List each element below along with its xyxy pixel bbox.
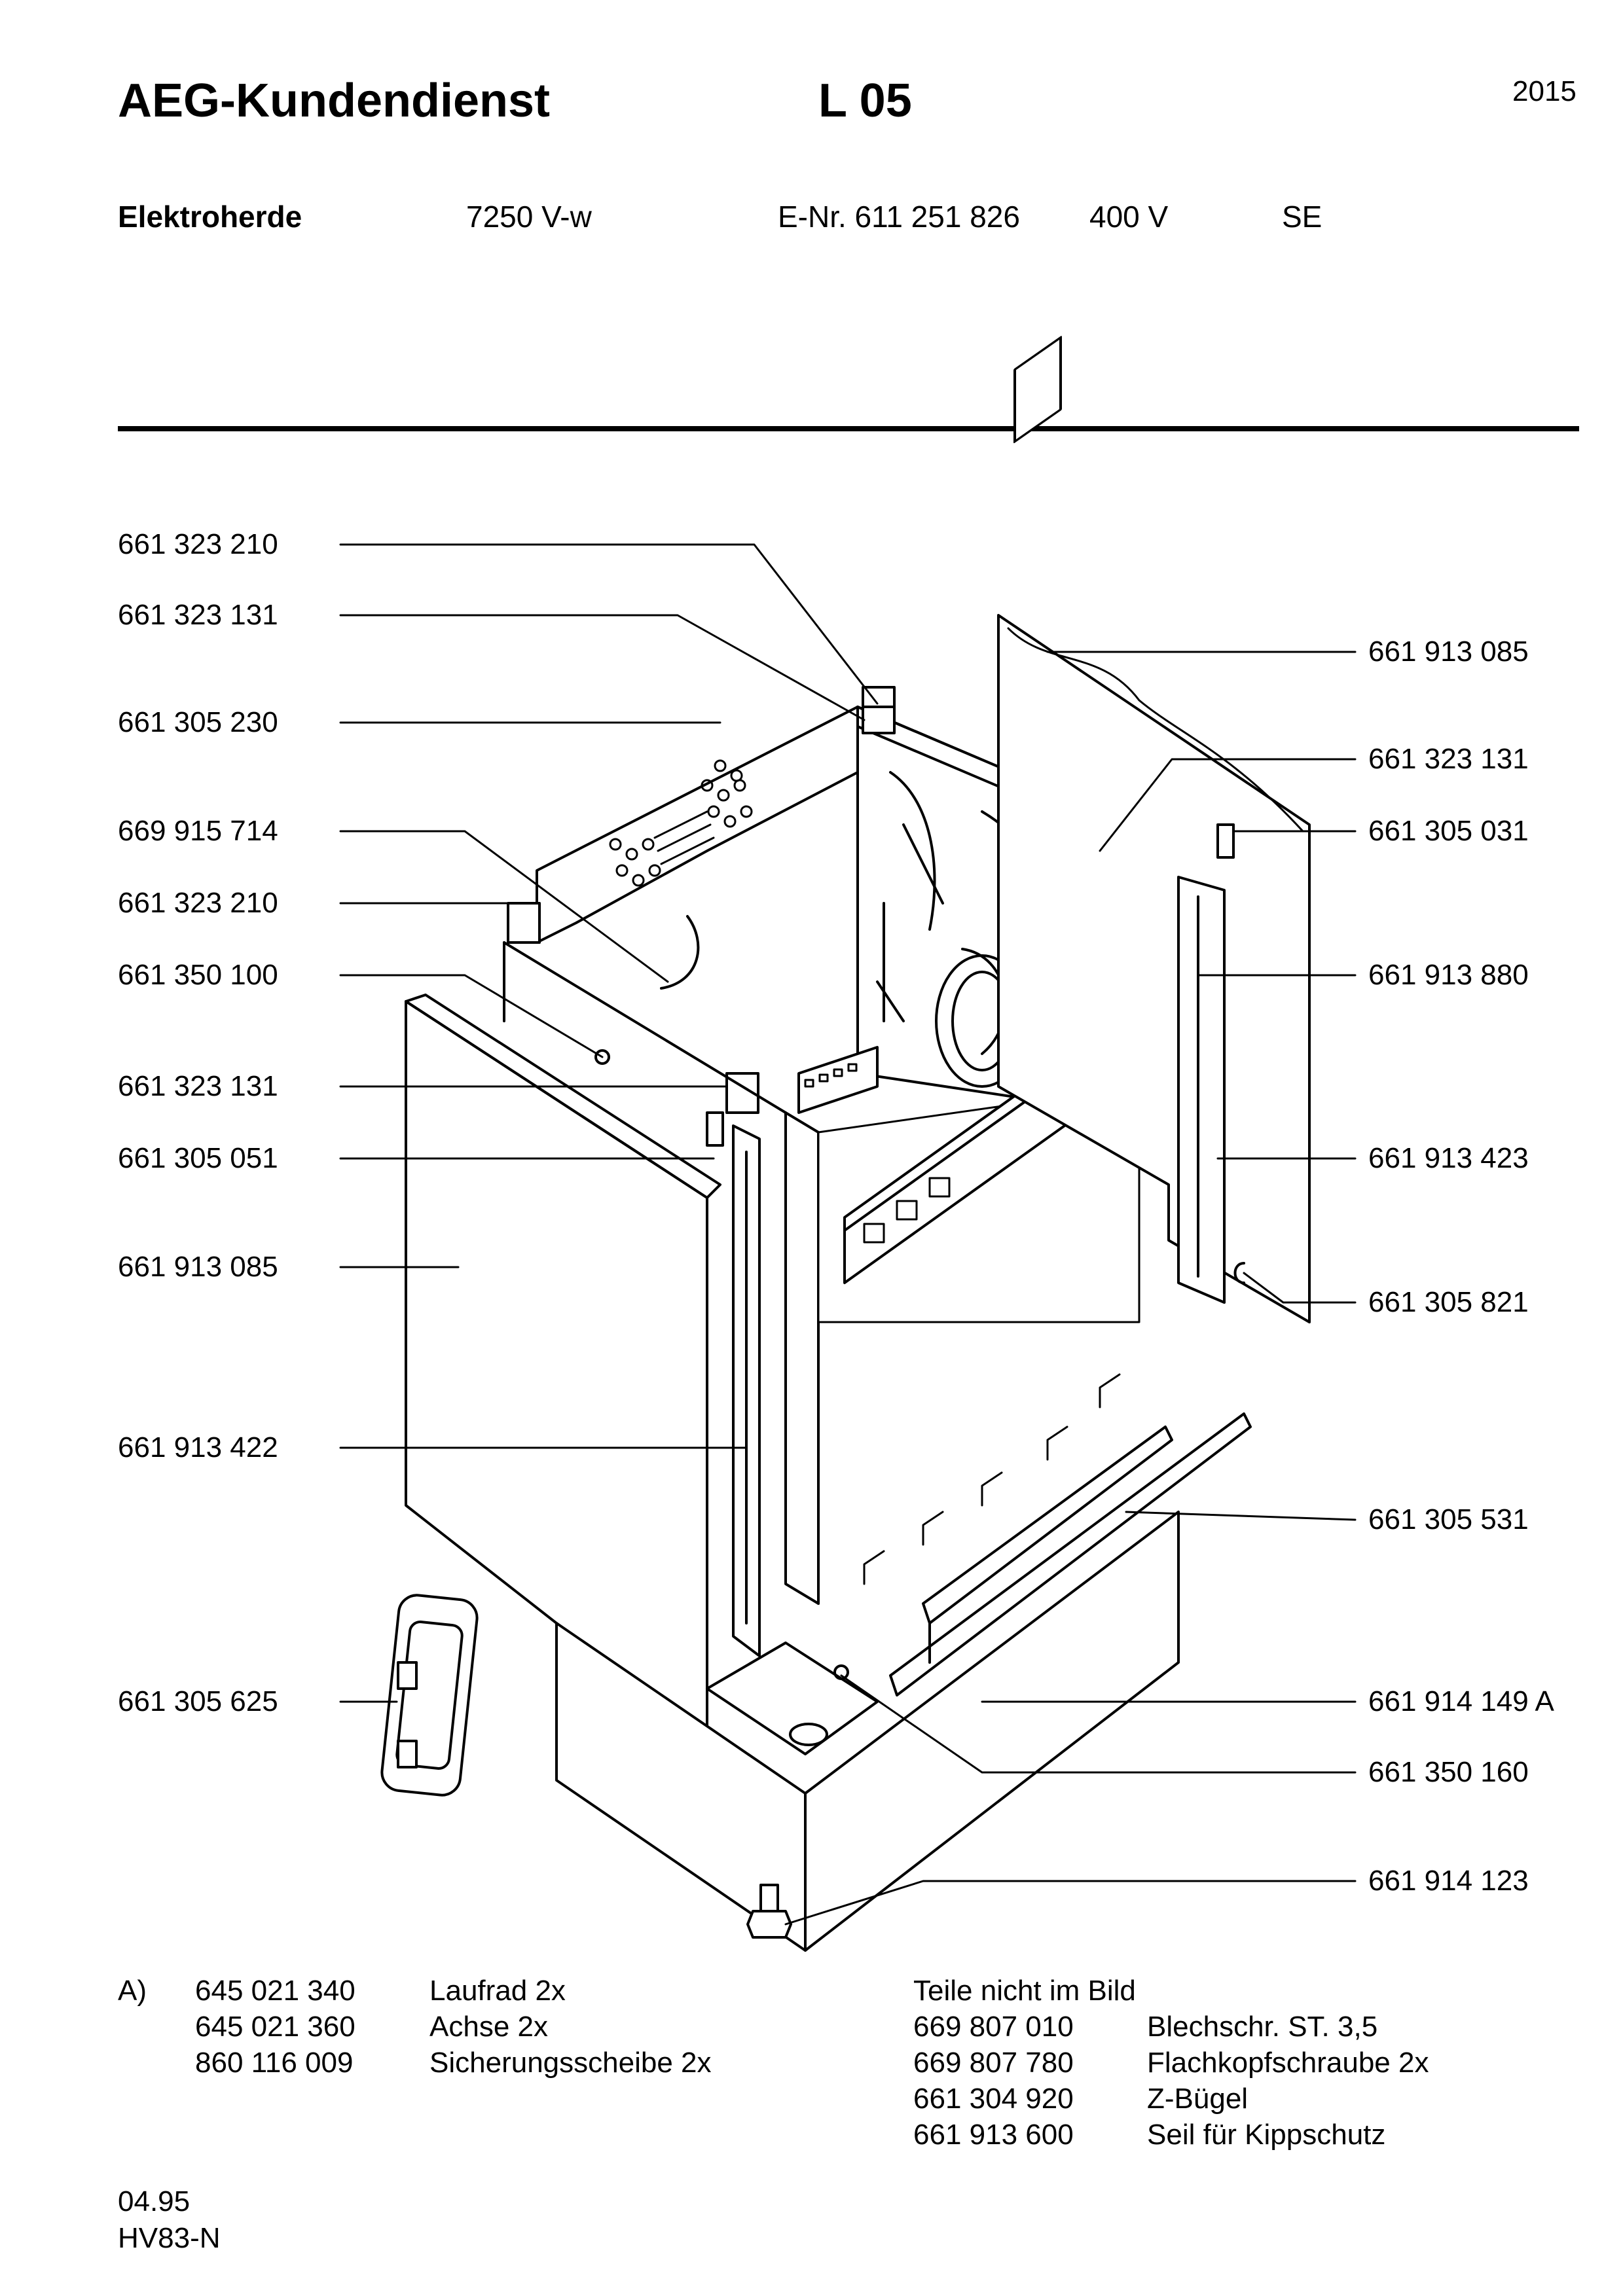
set-a-number-1: 645 021 340 [195, 1975, 356, 2007]
product-model: 7250 V-w [466, 200, 592, 234]
callout-right-5: 661 913 423 [1368, 1142, 1529, 1174]
set-a-marker: A) [118, 1975, 147, 2007]
brand-title: AEG-Kundendienst [118, 75, 550, 127]
product-label: Elektroherde [118, 200, 302, 234]
callout-right-3: 661 305 031 [1368, 815, 1529, 847]
leader-lines-left [339, 543, 879, 1703]
set-a-number-3: 860 116 009 [195, 2047, 354, 2079]
not-shown-number-2: 669 807 780 [913, 2047, 1074, 2079]
not-shown-number-4: 661 913 600 [913, 2119, 1074, 2151]
callout-right-4: 661 913 880 [1368, 959, 1529, 991]
callout-right-10: 661 914 123 [1368, 1865, 1529, 1897]
base-plinth [555, 1511, 1180, 1952]
callout-left-5: 661 323 210 [118, 887, 278, 919]
leader-lines-right [784, 651, 1357, 1926]
sheet-code: L 05 [818, 75, 912, 127]
callout-left-6: 661 350 100 [118, 959, 278, 991]
callout-left-1: 661 323 210 [118, 528, 278, 560]
not-shown-number-3: 661 304 920 [913, 2083, 1074, 2115]
right-rail [1177, 876, 1226, 1304]
callout-left-10: 661 913 422 [118, 1431, 278, 1463]
small-parts [594, 823, 1245, 1680]
header-rule [118, 426, 1579, 431]
vent-cover [380, 1594, 479, 1797]
callout-left-11: 661 305 625 [118, 1685, 278, 1717]
callout-right-6: 661 305 821 [1368, 1286, 1529, 1318]
not-shown-heading: Teile nicht im Bild [913, 1975, 1136, 2007]
callout-left-7: 661 323 131 [118, 1070, 278, 1102]
vent-holes [609, 759, 753, 887]
bottom-tabs [863, 1373, 1121, 1585]
bottom-front-rail [889, 1412, 1252, 1696]
callout-right-9: 661 350 160 [1368, 1756, 1529, 1788]
adjustable-foot [746, 1884, 792, 1939]
callout-right-2: 661 323 131 [1368, 743, 1529, 775]
callout-right-1: 661 913 085 [1368, 636, 1529, 668]
product-enr: E-Nr. 611 251 826 [778, 200, 1020, 234]
not-shown-desc-2: Flachkopfschraube 2x [1147, 2047, 1429, 2079]
not-shown-desc-4: Seil für Kippschutz [1147, 2119, 1386, 2151]
set-a-number-2: 645 021 360 [195, 2011, 356, 2043]
product-country: SE [1282, 200, 1322, 234]
set-a-desc-3: Sicherungsscheibe 2x [429, 2047, 712, 2079]
callout-left-9: 661 913 085 [118, 1251, 278, 1283]
not-shown-desc-3: Z-Bügel [1147, 2083, 1249, 2115]
callout-left-4: 669 915 714 [118, 815, 278, 847]
sheet-year: 2015 [1512, 75, 1577, 107]
not-shown-number-1: 669 807 010 [913, 2011, 1074, 2043]
footer-date: 04.95 [118, 2185, 191, 2217]
callout-left-3: 661 305 230 [118, 706, 278, 738]
set-a-desc-2: Achse 2x [429, 2011, 548, 2043]
not-shown-desc-1: Blechschr. ST. 3,5 [1147, 2011, 1378, 2043]
callout-right-7: 661 305 531 [1368, 1503, 1529, 1535]
set-a-desc-1: Laufrad 2x [429, 1975, 566, 2007]
product-voltage: 400 V [1089, 200, 1169, 234]
front-frame [503, 941, 1140, 1605]
footer-code: HV83-N [118, 2222, 221, 2254]
inner-rail-left [732, 1124, 761, 1657]
callout-right-8: 661 914 149 A [1368, 1685, 1554, 1717]
callout-left-2: 661 323 131 [118, 599, 278, 631]
callout-left-8: 661 305 051 [118, 1142, 278, 1174]
